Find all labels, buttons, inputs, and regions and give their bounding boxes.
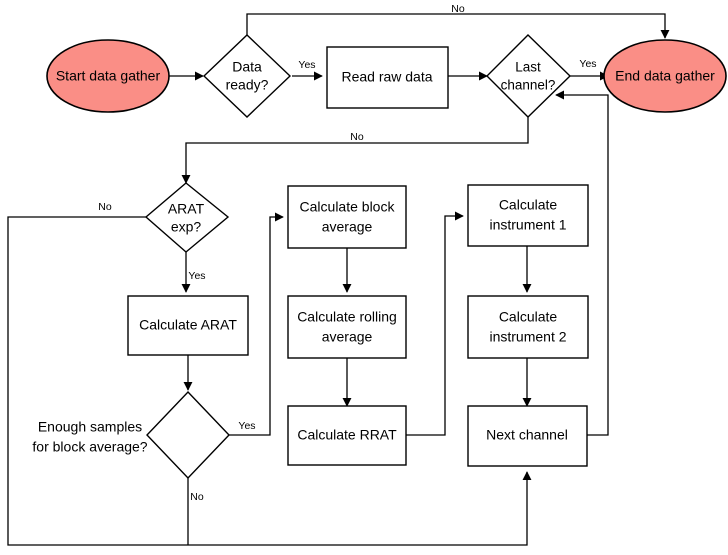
edge-last-channel-no-to-arat-exp [181, 117, 529, 184]
edge-next-channel-to-last-channel [555, 90, 609, 436]
node-calculate-block-average[interactable]: Calculate block average [287, 185, 407, 249]
last-channel-diamond [486, 34, 572, 118]
arat-exp-label-line2: exp? [171, 219, 202, 235]
node-calculate-instrument-2[interactable]: Calculate instrument 2 [467, 295, 589, 359]
calculate-instrument-2-rect [467, 295, 589, 359]
node-next-channel[interactable]: Next channel [467, 405, 588, 467]
node-calculate-arat[interactable]: Calculate ARAT [127, 295, 249, 356]
read-raw-data-rect [326, 46, 449, 109]
node-start-data-gather[interactable]: Start data gather [46, 39, 170, 113]
edge-data-ready-no-to-end [246, 13, 670, 39]
arat-exp-label-line1: ARAT [168, 201, 205, 217]
last-channel-label-line2: channel? [501, 78, 556, 93]
edge-arat-exp-no-to-bottom-rail [7, 216, 188, 546]
enough-samples-diamond [146, 390, 230, 480]
data-ready-diamond [202, 34, 292, 118]
calculate-rolling-average-label-line2: average [322, 329, 373, 345]
node-calculate-rrat[interactable]: Calculate RRAT [287, 405, 407, 466]
calculate-rrat-rect [287, 405, 407, 466]
edge-label-enough-samples-no: No [190, 491, 204, 503]
last-channel-label-line1: Last [515, 60, 541, 75]
node-arat-exp[interactable]: ARAT exp? [144, 182, 230, 253]
enough-samples-label-line2: for block average? [32, 439, 147, 455]
edge-enough-samples-yes-to-calc-block-avg [228, 212, 284, 436]
calculate-instrument-2-label-line2: instrument 2 [489, 329, 566, 345]
edge-label-enough-samples-yes: Yes [238, 420, 255, 432]
node-calculate-instrument-1[interactable]: Calculate instrument 1 [467, 184, 589, 247]
calculate-arat-rect [127, 295, 249, 356]
arat-exp-diamond [144, 182, 230, 253]
calculate-block-average-rect [287, 185, 407, 249]
edge-label-last-channel-yes: Yes [579, 58, 596, 70]
calculate-instrument-2-label-line1: Calculate [499, 309, 558, 325]
start-label: Start data gather [56, 68, 161, 84]
calculate-instrument-1-label-line1: Calculate [499, 197, 558, 213]
data-ready-label-line2: ready? [226, 77, 269, 93]
node-end-data-gather[interactable]: End data gather [603, 39, 727, 113]
calculate-block-average-label-line2: average [322, 219, 373, 235]
edge-label-arat-exp-no: No [98, 201, 112, 213]
calculate-arat-label: Calculate ARAT [139, 317, 237, 333]
read-raw-data-label: Read raw data [341, 69, 432, 85]
end-label: End data gather [615, 68, 715, 84]
edge-label-arat-exp-yes: Yes [188, 270, 205, 282]
calculate-rolling-average-rect [287, 295, 407, 359]
node-enough-samples[interactable]: Enough samples for block average? [32, 390, 230, 480]
next-channel-label: Next channel [486, 427, 568, 443]
edge-label-last-channel-no: No [350, 131, 364, 143]
edge-label-data-ready-no: No [451, 3, 465, 15]
edge-calc-rrat-to-calc-instrument-1 [406, 211, 464, 436]
start-ellipse [46, 39, 170, 113]
next-channel-rect [467, 405, 588, 467]
end-ellipse [603, 39, 727, 113]
calculate-rrat-label: Calculate RRAT [297, 427, 397, 443]
node-last-channel[interactable]: Last channel? [486, 34, 572, 118]
edge-label-data-ready-yes: Yes [298, 59, 315, 71]
node-data-ready[interactable]: Data ready? [202, 34, 292, 118]
calculate-instrument-1-rect [467, 184, 589, 247]
edge-bottom-rail-to-next-channel [188, 471, 532, 546]
calculate-rolling-average-label-line1: Calculate rolling [297, 309, 397, 325]
node-calculate-rolling-average[interactable]: Calculate rolling average [287, 295, 407, 359]
node-read-raw-data[interactable]: Read raw data [326, 46, 449, 109]
enough-samples-label-line1: Enough samples [38, 419, 142, 435]
calculate-instrument-1-label-line2: instrument 1 [489, 217, 566, 233]
data-ready-label-line1: Data [232, 59, 262, 75]
calculate-block-average-label-line1: Calculate block [300, 199, 396, 215]
